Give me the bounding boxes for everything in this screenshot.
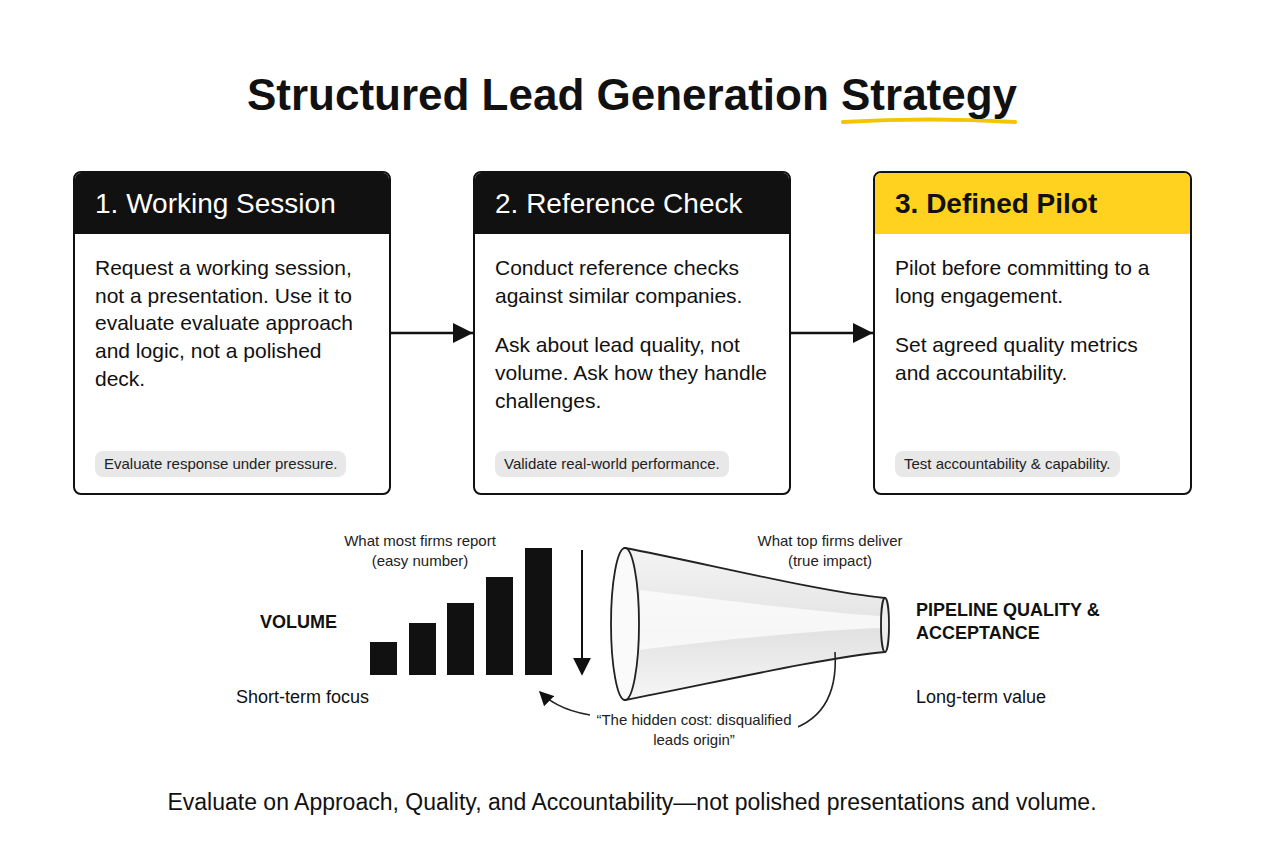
flow-arrow [791, 332, 873, 335]
tag-text: Validate real-world performance. [504, 455, 720, 472]
tag-text: Test accountability & capability. [904, 455, 1111, 472]
annotation-label: Long-term value [916, 686, 1096, 709]
tag-pill: Test accountability & capability. [895, 451, 1120, 477]
card-heading: 1. Working Session [75, 173, 389, 234]
card-body: Conduct reference checks against similar… [495, 254, 769, 309]
annotation-label: What most firms report (easy number) [330, 531, 510, 570]
card-heading: 3. Defined Pilot [875, 173, 1190, 234]
tag-pill: Evaluate response under pressure. [95, 451, 346, 477]
caption: Evaluate on Approach, Quality, and Accou… [167, 789, 1096, 816]
card-body: Ask about lead quality, not volume. Ask … [495, 331, 769, 414]
card-heading: 2. Reference Check [475, 173, 789, 234]
flow-arrow [391, 332, 473, 335]
title: Structured Lead Generation Strategy [247, 70, 1017, 120]
annotation-label: Short-term focus [236, 686, 416, 709]
title-underline [843, 120, 1015, 123]
annotation-label: “The hidden cost: disqualified leads ori… [590, 708, 798, 751]
card-body: Pilot before committing to a long engage… [895, 254, 1170, 309]
card-body: Set agreed quality metrics and accountab… [895, 331, 1170, 386]
step-card: 1. Working SessionRequest a working sess… [73, 171, 391, 495]
annotation-label: VOLUME [260, 611, 380, 634]
step-card: 2. Reference CheckConduct reference chec… [473, 171, 791, 495]
card-body: Request a working session, not a present… [95, 254, 369, 393]
step-card: 3. Defined PilotPilot before committing … [873, 171, 1192, 495]
tag-text: Evaluate response under pressure. [104, 455, 337, 472]
down-arrow [581, 550, 583, 674]
annotation-label: PIPELINE QUALITY & ACCEPTANCE [916, 599, 1116, 646]
tag-pill: Validate real-world performance. [495, 451, 729, 477]
funnel-horn [611, 548, 889, 700]
annotation-label: What top firms deliver (true impact) [740, 531, 920, 570]
